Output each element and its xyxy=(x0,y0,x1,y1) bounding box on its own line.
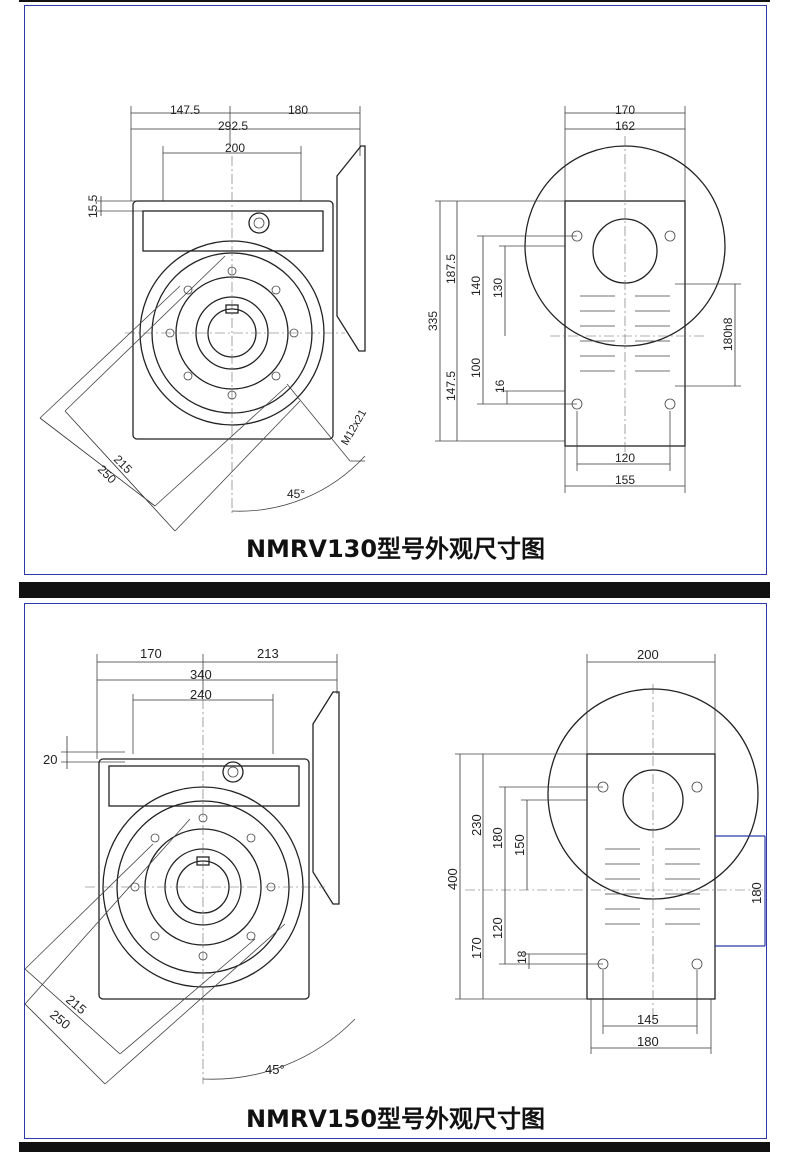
drawing-panel-nmrv150: 170 213 340 240 20 xyxy=(24,603,767,1139)
dim-bottom-outer: 155 xyxy=(615,473,635,487)
dim-bottom-inner: 145 xyxy=(637,1012,659,1027)
dim-side-top: 170 xyxy=(615,103,635,117)
dim-top-right: 180 xyxy=(288,103,308,117)
middle-separator xyxy=(19,582,770,598)
dim-height-upper: 187.5 xyxy=(444,254,458,284)
dim-height-total: 335 xyxy=(426,311,440,331)
technical-drawing-nmrv130: 147.5 180 292.5 200 15.5 xyxy=(39,103,741,532)
dim-angle: 45° xyxy=(265,1062,285,1077)
dim-overall: 292.5 xyxy=(218,119,248,133)
drawing-panel-nmrv130: 147.5 180 292.5 200 15.5 xyxy=(24,5,767,575)
dim-top-left: 170 xyxy=(140,646,162,661)
dim-shaft: 180 xyxy=(749,882,764,904)
front-view: 147.5 180 292.5 200 15.5 xyxy=(39,103,369,532)
dim-bottom-inner: 120 xyxy=(615,451,635,465)
dim-h170: 170 xyxy=(469,937,484,959)
bottom-separator xyxy=(19,1142,770,1152)
dim-h147: 147.5 xyxy=(444,371,458,401)
dim-h180: 180 xyxy=(490,827,505,849)
dim-side-inner: 162 xyxy=(615,119,635,133)
dim-h140: 140 xyxy=(469,276,483,296)
dim-top-left: 147.5 xyxy=(170,103,200,117)
dim-left-offset: 15.5 xyxy=(86,194,100,218)
top-separator xyxy=(19,0,770,2)
dim-h16: 16 xyxy=(493,379,507,393)
dim-height-total: 400 xyxy=(445,868,460,890)
dim-left-offset: 20 xyxy=(43,752,57,767)
dim-inner: 240 xyxy=(190,687,212,702)
side-view: 170 162 xyxy=(426,103,741,493)
dim-angle: 45° xyxy=(287,487,305,501)
side-view: 200 400 230 xyxy=(445,647,766,1054)
dim-h150: 150 xyxy=(512,834,527,856)
dim-diag-outer: 250 xyxy=(47,1007,73,1032)
front-view: 170 213 340 240 20 xyxy=(25,646,356,1085)
dim-h130: 130 xyxy=(491,278,505,298)
dim-h120: 120 xyxy=(490,917,505,939)
dim-diag-inner: 215 xyxy=(63,992,89,1017)
dim-side-top: 200 xyxy=(637,647,659,662)
panel-title-nmrv150: NMRV150型号外观尺寸图 xyxy=(245,1105,546,1133)
dim-inner: 200 xyxy=(225,141,245,155)
dim-h18: 18 xyxy=(515,950,529,964)
dim-bolt: M12x21 xyxy=(339,408,369,448)
dim-top-right: 213 xyxy=(257,646,279,661)
technical-drawing-nmrv150: 170 213 340 240 20 xyxy=(25,646,766,1085)
dim-bottom-outer: 180 xyxy=(637,1034,659,1049)
dim-h230: 230 xyxy=(469,814,484,836)
dim-h100: 100 xyxy=(469,358,483,378)
dim-overall: 340 xyxy=(190,667,212,682)
panel-title-nmrv130: NMRV130型号外观尺寸图 xyxy=(245,535,546,563)
dim-shaft: 180h8 xyxy=(721,317,735,351)
